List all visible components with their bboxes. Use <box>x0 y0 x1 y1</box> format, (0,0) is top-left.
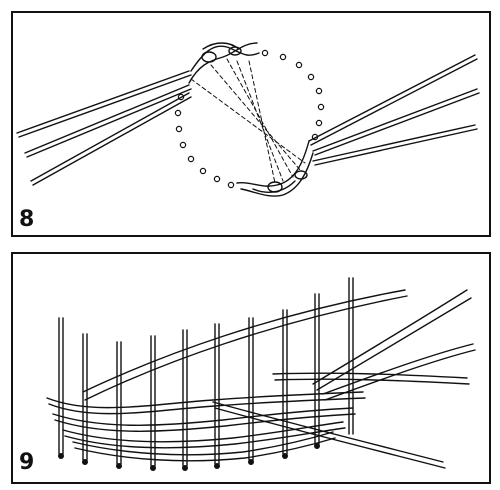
vertical-stakes <box>58 277 354 467</box>
bottom-twist <box>236 140 314 197</box>
figure-8-drawing <box>16 42 480 197</box>
left-stake-bundle <box>16 70 192 186</box>
top-twist <box>188 42 260 84</box>
figure-9-panel: 9 <box>11 252 491 484</box>
figure-9-drawing <box>46 277 476 471</box>
stake-ends <box>58 443 320 471</box>
figure-8-panel: 8 <box>11 11 491 237</box>
figure-8-label: 8 <box>19 207 35 232</box>
upper-weaver <box>82 289 408 401</box>
hole-ring <box>174 49 325 189</box>
figure-9-label: 9 <box>19 450 35 475</box>
dashed-pivot-lines <box>190 58 306 184</box>
right-stake-bundle <box>308 54 480 166</box>
woven-rows <box>46 391 366 462</box>
